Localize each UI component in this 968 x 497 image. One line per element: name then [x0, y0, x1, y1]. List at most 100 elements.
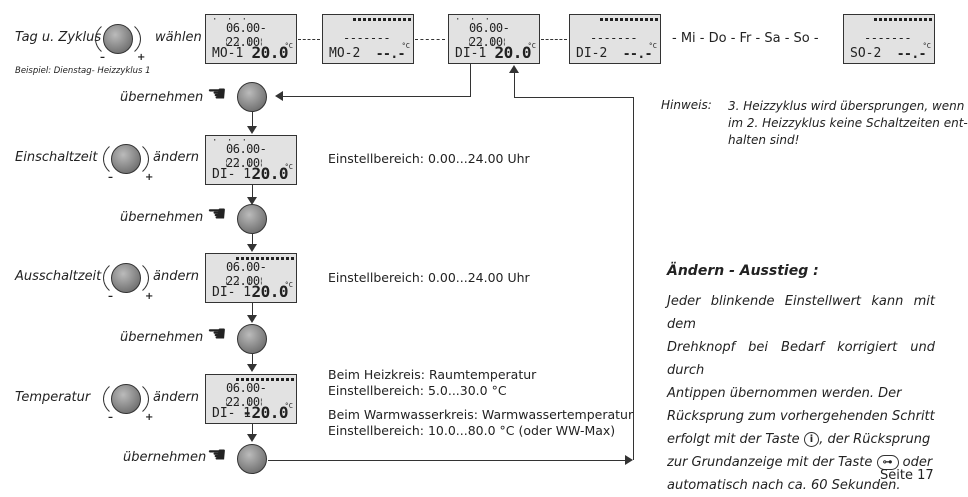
- lcd-time: -------: [343, 31, 391, 45]
- lcd-day: DI-2: [576, 46, 608, 61]
- lcd-deg: °C: [527, 42, 536, 50]
- press-knob-icon[interactable]: [237, 324, 267, 354]
- knob-arc-icon: [103, 140, 149, 178]
- hint-line: im 2. Heizzyklus keine Schaltzeiten ent-: [728, 116, 968, 130]
- lcd-bar: [353, 18, 413, 21]
- lcd-day: DI- 1: [212, 285, 252, 300]
- hand-press-icon: ☚: [207, 443, 227, 468]
- on-time-label: Einschaltzeit: [15, 150, 98, 165]
- hint-label: Hinweis:: [661, 98, 712, 112]
- temperature-label: Temperatur: [15, 390, 91, 405]
- exit-paragraph: Jeder blinkende Einstellwert kann mit de…: [667, 290, 935, 497]
- lcd-display-so2: ------- SO-2 --.- °C: [843, 14, 935, 64]
- info-key-icon: i: [803, 432, 820, 447]
- lcd-temp: 20.0: [494, 43, 531, 62]
- lcd-day: DI-1: [455, 46, 487, 61]
- lcd-dots: · · ·: [212, 136, 250, 146]
- lcd-dots: · · ·: [212, 15, 250, 25]
- hand-press-icon: ☚: [207, 82, 227, 107]
- lcd-display-temp: 06.00-22.00 ¦ ¦ ¦ ¦ DI- 1 -20.0 °C: [205, 374, 297, 424]
- flow-line: [252, 303, 253, 317]
- lcd-display-on: · · · 06.00-22.00 ¦ ¦ ¦ ¦ DI- 1 20.0 °C: [205, 135, 297, 185]
- flow-line: [252, 354, 253, 366]
- plus-sign: +: [145, 172, 154, 183]
- lcd-temp: -20.0: [242, 403, 288, 422]
- flow-line: [252, 234, 253, 246]
- exit-text: , der Rücksprung: [819, 432, 931, 447]
- lcd-temp: --.-: [896, 47, 927, 62]
- change-label: ändern: [153, 269, 200, 284]
- lcd-temp: 20.0: [251, 282, 288, 301]
- lcd-temp: 20.0: [251, 43, 288, 62]
- arrow-right-icon: [625, 455, 633, 465]
- exit-line: Jeder blinkende Einstellwert kann mit de…: [667, 294, 935, 332]
- lcd-day: MO-2: [329, 46, 361, 61]
- press-knob-icon[interactable]: [237, 204, 267, 234]
- flow-line: [252, 185, 253, 199]
- lcd-bar: [236, 257, 296, 260]
- lcd-display-di1: · · · 06.00-22.00 ¦ ¦ ¦ ¦ DI-1 20.0 °C: [448, 14, 540, 64]
- lcd-time: 06.00-22.00: [469, 21, 510, 49]
- example-text: Beispiel: Dienstag- Heizzyklus 1: [15, 66, 151, 76]
- minus-sign: –: [108, 172, 113, 183]
- hint-line: 3. Heizzyklus wird übersprungen, wenn: [728, 99, 965, 113]
- range-heat-2: Einstellbereich: 5.0...30.0 °C: [328, 383, 507, 398]
- loop-line: [470, 64, 471, 96]
- lcd-day: DI- 1: [212, 167, 252, 182]
- lcd-deg: °C: [284, 402, 293, 410]
- return-line: [268, 460, 626, 461]
- rotary-knob-icon[interactable]: [111, 384, 141, 414]
- range-ww-2: Einstellbereich: 10.0...80.0 °C (oder WW…: [328, 423, 616, 438]
- change-label: ändern: [153, 390, 200, 405]
- connector-dash: [415, 39, 445, 40]
- lcd-time: 06.00-22.00: [226, 260, 267, 288]
- rotary-knob-icon[interactable]: [111, 263, 141, 293]
- lcd-ticks: ¦ ¦ ¦ ¦: [224, 158, 265, 167]
- arrow-down-icon: [247, 364, 257, 372]
- arrow-down-icon: [247, 434, 257, 442]
- hint-text: 3. Heizzyklus wird übersprungen, wenn im…: [728, 98, 968, 149]
- press-knob-icon[interactable]: [237, 82, 267, 112]
- change-label: ändern: [153, 150, 200, 165]
- minus-sign: –: [108, 412, 113, 423]
- lcd-display-mo2: ------- MO-2 --.- °C: [322, 14, 414, 64]
- flow-line: [252, 112, 253, 128]
- hand-press-icon: ☚: [207, 322, 227, 347]
- knob-arc-icon: [103, 380, 149, 418]
- connector-dash: [298, 39, 320, 40]
- arrow-down-icon: [247, 315, 257, 323]
- lcd-time: 06.00-22.00: [226, 142, 267, 170]
- lcd-time: 06.00-22.00: [226, 21, 267, 49]
- rotary-knob-icon[interactable]: [111, 144, 141, 174]
- loop-line: [283, 96, 471, 97]
- press-knob-icon[interactable]: [237, 444, 267, 474]
- page-number: Seite 17: [880, 468, 934, 483]
- arrow-left-icon: [275, 91, 283, 101]
- lcd-deg: °C: [648, 42, 657, 50]
- lcd-day: MO-1: [212, 46, 244, 61]
- exit-line: Rücksprung zum vorhergehenden Schritt: [667, 409, 935, 424]
- rotary-knob-icon[interactable]: [103, 24, 133, 54]
- days-sequence: - Mi - Do - Fr - Sa - So -: [672, 31, 819, 46]
- lcd-ticks: ¦ ¦ ¦ ¦: [224, 37, 265, 46]
- accept-label: übernehmen: [120, 90, 204, 105]
- knob-arc-icon: [95, 20, 141, 58]
- return-line: [514, 72, 515, 98]
- exit-text: zur Grundanzeige mit der Taste: [667, 455, 873, 470]
- lcd-temp: 20.0: [251, 164, 288, 183]
- range-on: Einstellbereich: 0.00...24.00 Uhr: [328, 151, 530, 166]
- hand-press-icon: ☚: [207, 202, 227, 227]
- range-off: Einstellbereich: 0.00...24.00 Uhr: [328, 270, 530, 285]
- lcd-display-di2: ------- DI-2 --.- °C: [569, 14, 661, 64]
- exit-line: erfolgt mit der Taste i, der Rücksprung: [667, 428, 935, 451]
- lcd-bar: [236, 378, 296, 381]
- exit-title: Ändern - Ausstieg :: [667, 263, 819, 279]
- exit-line-text: Antippen übernommen werden. Der: [667, 386, 902, 401]
- lcd-deg: °C: [284, 163, 293, 171]
- lcd-deg: °C: [922, 42, 931, 50]
- accept-label: übernehmen: [123, 450, 207, 465]
- lcd-temp: --.-: [375, 47, 406, 62]
- lcd-deg: °C: [401, 42, 410, 50]
- cycle-label: Tag u. Zyklus: [15, 30, 102, 45]
- arrow-down-icon: [247, 197, 257, 205]
